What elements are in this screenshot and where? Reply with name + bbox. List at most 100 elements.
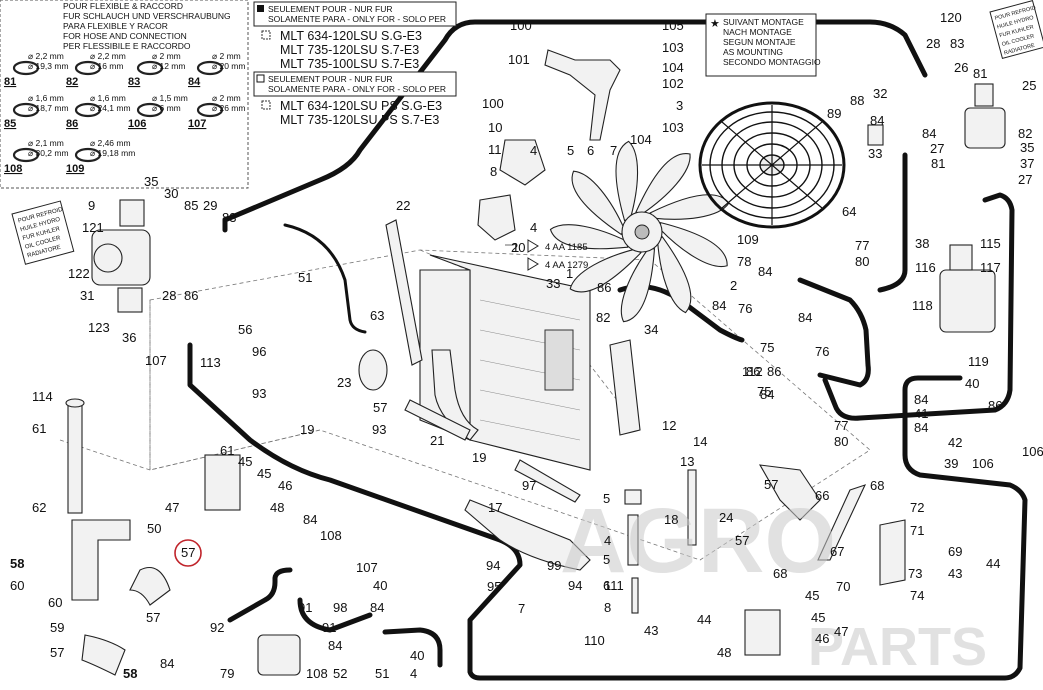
fan-blade-vane (569, 248, 642, 293)
filled-square-icon (257, 5, 264, 12)
callout-label: 91 (322, 620, 336, 635)
callout-label: 59 (50, 620, 64, 635)
callout-label: 120 (940, 10, 962, 25)
callout-label: 88 (850, 93, 864, 108)
callout-label: 86 (597, 280, 611, 295)
callout-label: 52 (333, 666, 347, 681)
callout-label: 4 (604, 533, 611, 548)
callout-label: 8 (490, 164, 497, 179)
kit-ref: 1 (512, 240, 519, 255)
seal-code: 85 (4, 118, 16, 130)
callout-label: 33 (868, 146, 882, 161)
model-line: MLT 735-120LSU PS S.7-E3 (280, 113, 439, 127)
callout-label: 57 (146, 610, 160, 625)
callout-label: 109 (737, 232, 759, 247)
hose-seal-note-box: POUR FLEXIBLE & RACCORD FUR SCHLAUCH UND… (0, 0, 249, 189)
callout-label: 23 (337, 375, 351, 390)
callout-label: 108 (320, 528, 342, 543)
callout-label: 96 (252, 344, 266, 359)
seal-d2: ⌀ 16 mm (90, 61, 123, 71)
callout-label: 103 (662, 120, 684, 135)
o-ring-icon (12, 147, 40, 163)
o-ring-icon (74, 60, 102, 76)
callout-label: 41 (914, 406, 928, 421)
callout-label: 101 (508, 52, 530, 67)
callout-label: 34 (644, 322, 658, 337)
callout-label: 103 (662, 40, 684, 55)
callout-label: 46 (278, 478, 292, 493)
note-line: FOR HOSE AND CONNECTION (63, 31, 187, 41)
only-for-line: SEULEMENT POUR - NUR FUR (268, 4, 393, 14)
callout-label: 86 (767, 364, 781, 379)
pump-left (91, 199, 151, 313)
kit-references: 1 4 AA 1185 4 AA 1279 (505, 239, 588, 271)
seal-d2: ⌀ 18,7 mm (28, 103, 69, 113)
callout-label: 47 (834, 624, 848, 639)
callout-label: 83 (222, 210, 236, 225)
fan-blade-vane (657, 235, 692, 314)
only-for-line: SOLAMENTE PARA - ONLY FOR - SOLO PER (268, 14, 446, 24)
callout-label: 25 (1022, 78, 1036, 93)
callout-label: 105 (662, 18, 684, 33)
callout-label: 60 (10, 578, 24, 593)
callout-label: 5 (567, 143, 574, 158)
seal-code: 106 (128, 118, 146, 130)
callout-label: 40 (373, 578, 387, 593)
callout-label: 51 (375, 666, 389, 681)
callout-label: 62 (32, 500, 46, 515)
o-ring-icon (136, 60, 164, 76)
fan-guard (698, 101, 846, 229)
callout-label: 70 (836, 579, 850, 594)
callout-label: 51 (298, 270, 312, 285)
star-icon: ★ (710, 18, 720, 30)
callout-label: 57 (735, 533, 749, 548)
callout-label: 108 (306, 666, 328, 681)
callout-label: 46 (815, 631, 829, 646)
callout-label: 24 (719, 510, 733, 525)
callout-label: 86 (184, 288, 198, 303)
fan-blade-vane (620, 248, 656, 323)
callout-label: 76 (738, 301, 752, 316)
callout-label: 74 (910, 588, 924, 603)
callout-label: 35 (1020, 140, 1034, 155)
callout-label: 14 (693, 434, 707, 449)
callout-label: 81 (973, 66, 987, 81)
mounting-note-box: ★ SUIVANT MONTAGE NACH MONTAGE SEGUN MON… (705, 13, 821, 77)
callout-label: 113 (200, 355, 221, 370)
hose-lower (297, 597, 373, 633)
callout-label: 107 (145, 353, 167, 368)
callout-label: 48 (270, 500, 284, 515)
hose-left-small (227, 567, 293, 623)
callout-label: 122 (68, 266, 90, 281)
callout-label: 48 (717, 645, 731, 660)
callout-label: 100 (510, 18, 532, 33)
callout-label: 75 (760, 340, 774, 355)
callout-label: 100 (482, 96, 504, 111)
callout-label: 50 (147, 521, 161, 536)
seal-d1: ⌀ 2,2 mm (90, 51, 126, 61)
seal-d2: ⌀ 26 mm (212, 103, 245, 113)
callout-label: 6 (587, 143, 594, 158)
callout-label: 95 (487, 579, 501, 594)
callout-label: 102 (662, 76, 684, 91)
fan-blade-vane (571, 170, 625, 236)
model-line: MLT 634-120LSU PS S.G-E3 (280, 99, 442, 113)
callout-label: 84 (914, 420, 928, 435)
callout-label: 30 (164, 186, 178, 201)
seal-d2: ⌀ 20 mm (212, 61, 245, 71)
callout-label: 78 (737, 254, 751, 269)
callout-label: 92 (210, 620, 224, 635)
callout-label: 5 (603, 552, 610, 567)
callout-label: 68 (870, 478, 884, 493)
callout-label: 71 (910, 523, 924, 538)
callout-label: 121 (82, 220, 104, 235)
seal-d1: ⌀ 2 mm (212, 93, 241, 103)
callout-label: 119 (968, 354, 989, 369)
note-line: FUR SCHLAUCH UND VERSCHRAUBUNG (63, 11, 231, 21)
callout-label: 4 (530, 143, 537, 158)
seal-code: 108 (4, 163, 22, 175)
callout-label: 66 (815, 488, 829, 503)
